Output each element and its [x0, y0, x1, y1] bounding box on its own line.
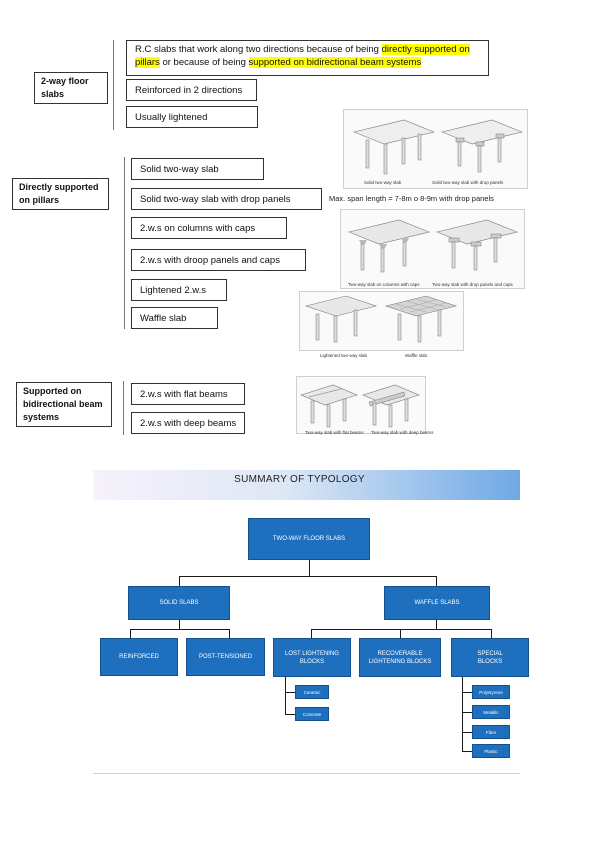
caption-lightened: Lightened two-way slab — [320, 353, 368, 358]
item-solid-drop-panels: Solid two-way slab with drop panels — [131, 188, 322, 210]
node-reinforced: REINFORCED — [100, 638, 178, 676]
node-special-blocks: SPECIAL BLOCKS — [451, 638, 529, 677]
image-columns-caps — [340, 209, 525, 289]
connector — [462, 677, 463, 752]
connector — [179, 576, 180, 586]
item-flat-beams: 2.w.s with flat beams — [131, 383, 245, 405]
node-two-way-floor-slabs: TWO-WAY FLOOR SLABS — [248, 518, 370, 560]
bracket-line-2 — [124, 157, 125, 329]
slab-drawing-beams — [300, 384, 420, 428]
caption-flat-beams: Two-way slab with flat beams — [305, 430, 364, 435]
leaf-fibre: Fibre — [472, 725, 510, 739]
connector — [462, 751, 472, 752]
summary-title: SUMMARY OF TYPOLOGY — [234, 474, 365, 485]
connector — [285, 677, 286, 715]
connector — [311, 629, 492, 630]
connector — [179, 576, 437, 577]
node-recoverable-lightening-blocks: RECOVERABLE LIGHTENING BLOCKS — [359, 638, 441, 677]
connector — [285, 692, 295, 693]
connector — [436, 620, 437, 629]
connector — [130, 629, 230, 630]
item-columns-caps: 2.w.s on columns with caps — [131, 217, 287, 239]
item-droop-panels-caps: 2.w.s with droop panels and caps — [131, 249, 306, 271]
connector — [400, 629, 401, 638]
leaf-polystyrene: Polystyrene — [472, 685, 510, 699]
label-directly-supported: Directly supported on pillars — [12, 178, 109, 210]
definition-text: R.C slabs that work along two directions… — [135, 44, 470, 68]
image-beam-systems — [296, 376, 426, 434]
leaf-plastic: Plastic — [472, 744, 510, 758]
connector — [462, 732, 472, 733]
caption-deep-beams: Two-way slab with deep beams — [371, 430, 434, 435]
connector — [462, 692, 472, 693]
highlight-bidirectional-beams: supported on bidirectional beam systems — [248, 57, 422, 68]
caption-drop-caps: Two-way slab with drop panels and caps — [432, 282, 513, 287]
item-usually-lightened: Usually lightened — [126, 106, 258, 128]
slab-drawing-waffle — [304, 295, 458, 343]
bracket-line-3 — [123, 381, 124, 435]
caption-waffle: Waffle slab — [405, 353, 428, 358]
connector — [130, 629, 131, 638]
item-solid-two-way: Solid two-way slab — [131, 158, 264, 180]
connector — [309, 560, 310, 576]
label-bidirectional-beams: Supported on bidirectional beam systems — [16, 382, 112, 427]
item-deep-beams: 2.w.s with deep beams — [131, 412, 245, 434]
node-waffle-slabs: WAFFLE SLABS — [384, 586, 490, 620]
node-solid-slabs: SOLID SLABS — [128, 586, 230, 620]
connector — [179, 620, 180, 629]
slab-drawing-solid — [353, 119, 523, 175]
node-post-tensioned: POST-TENSIONED — [186, 638, 265, 676]
leaf-metallic: Metallic — [472, 705, 510, 719]
image-solid-slabs — [343, 109, 528, 189]
item-waffle: Waffle slab — [131, 307, 218, 329]
caption-solid-drop: Solid two-way slab with drop panels — [432, 180, 504, 185]
leaf-ceramic: Ceramic — [295, 685, 329, 699]
node-lost-lightening-blocks: LOST LIGHTENING BLOCKS — [273, 638, 351, 677]
image-lightened-waffle — [299, 291, 464, 351]
item-reinforced: Reinforced in 2 directions — [126, 79, 257, 101]
slab-drawing-caps — [348, 219, 518, 273]
bottom-divider — [93, 773, 520, 774]
bracket-line-1 — [113, 40, 114, 130]
span-length-note: Max. span length = 7-8m o 8-9m with drop… — [329, 194, 494, 203]
item-lightened: Lightened 2.w.s — [131, 279, 227, 301]
connector — [285, 714, 295, 715]
connector — [462, 712, 472, 713]
connector — [229, 629, 230, 638]
leaf-concrete: Concrete — [295, 707, 329, 721]
caption-solid: Solid two-way slab — [364, 180, 402, 185]
label-2-way-floor-slabs: 2-way floor slabs — [34, 72, 108, 104]
summary-banner — [93, 470, 520, 500]
connector — [491, 629, 492, 638]
connector — [436, 576, 437, 586]
connector — [311, 629, 312, 638]
definition-box: R.C slabs that work along two directions… — [126, 40, 489, 76]
caption-columns-caps: Two-way slab on columns with caps — [348, 282, 420, 287]
